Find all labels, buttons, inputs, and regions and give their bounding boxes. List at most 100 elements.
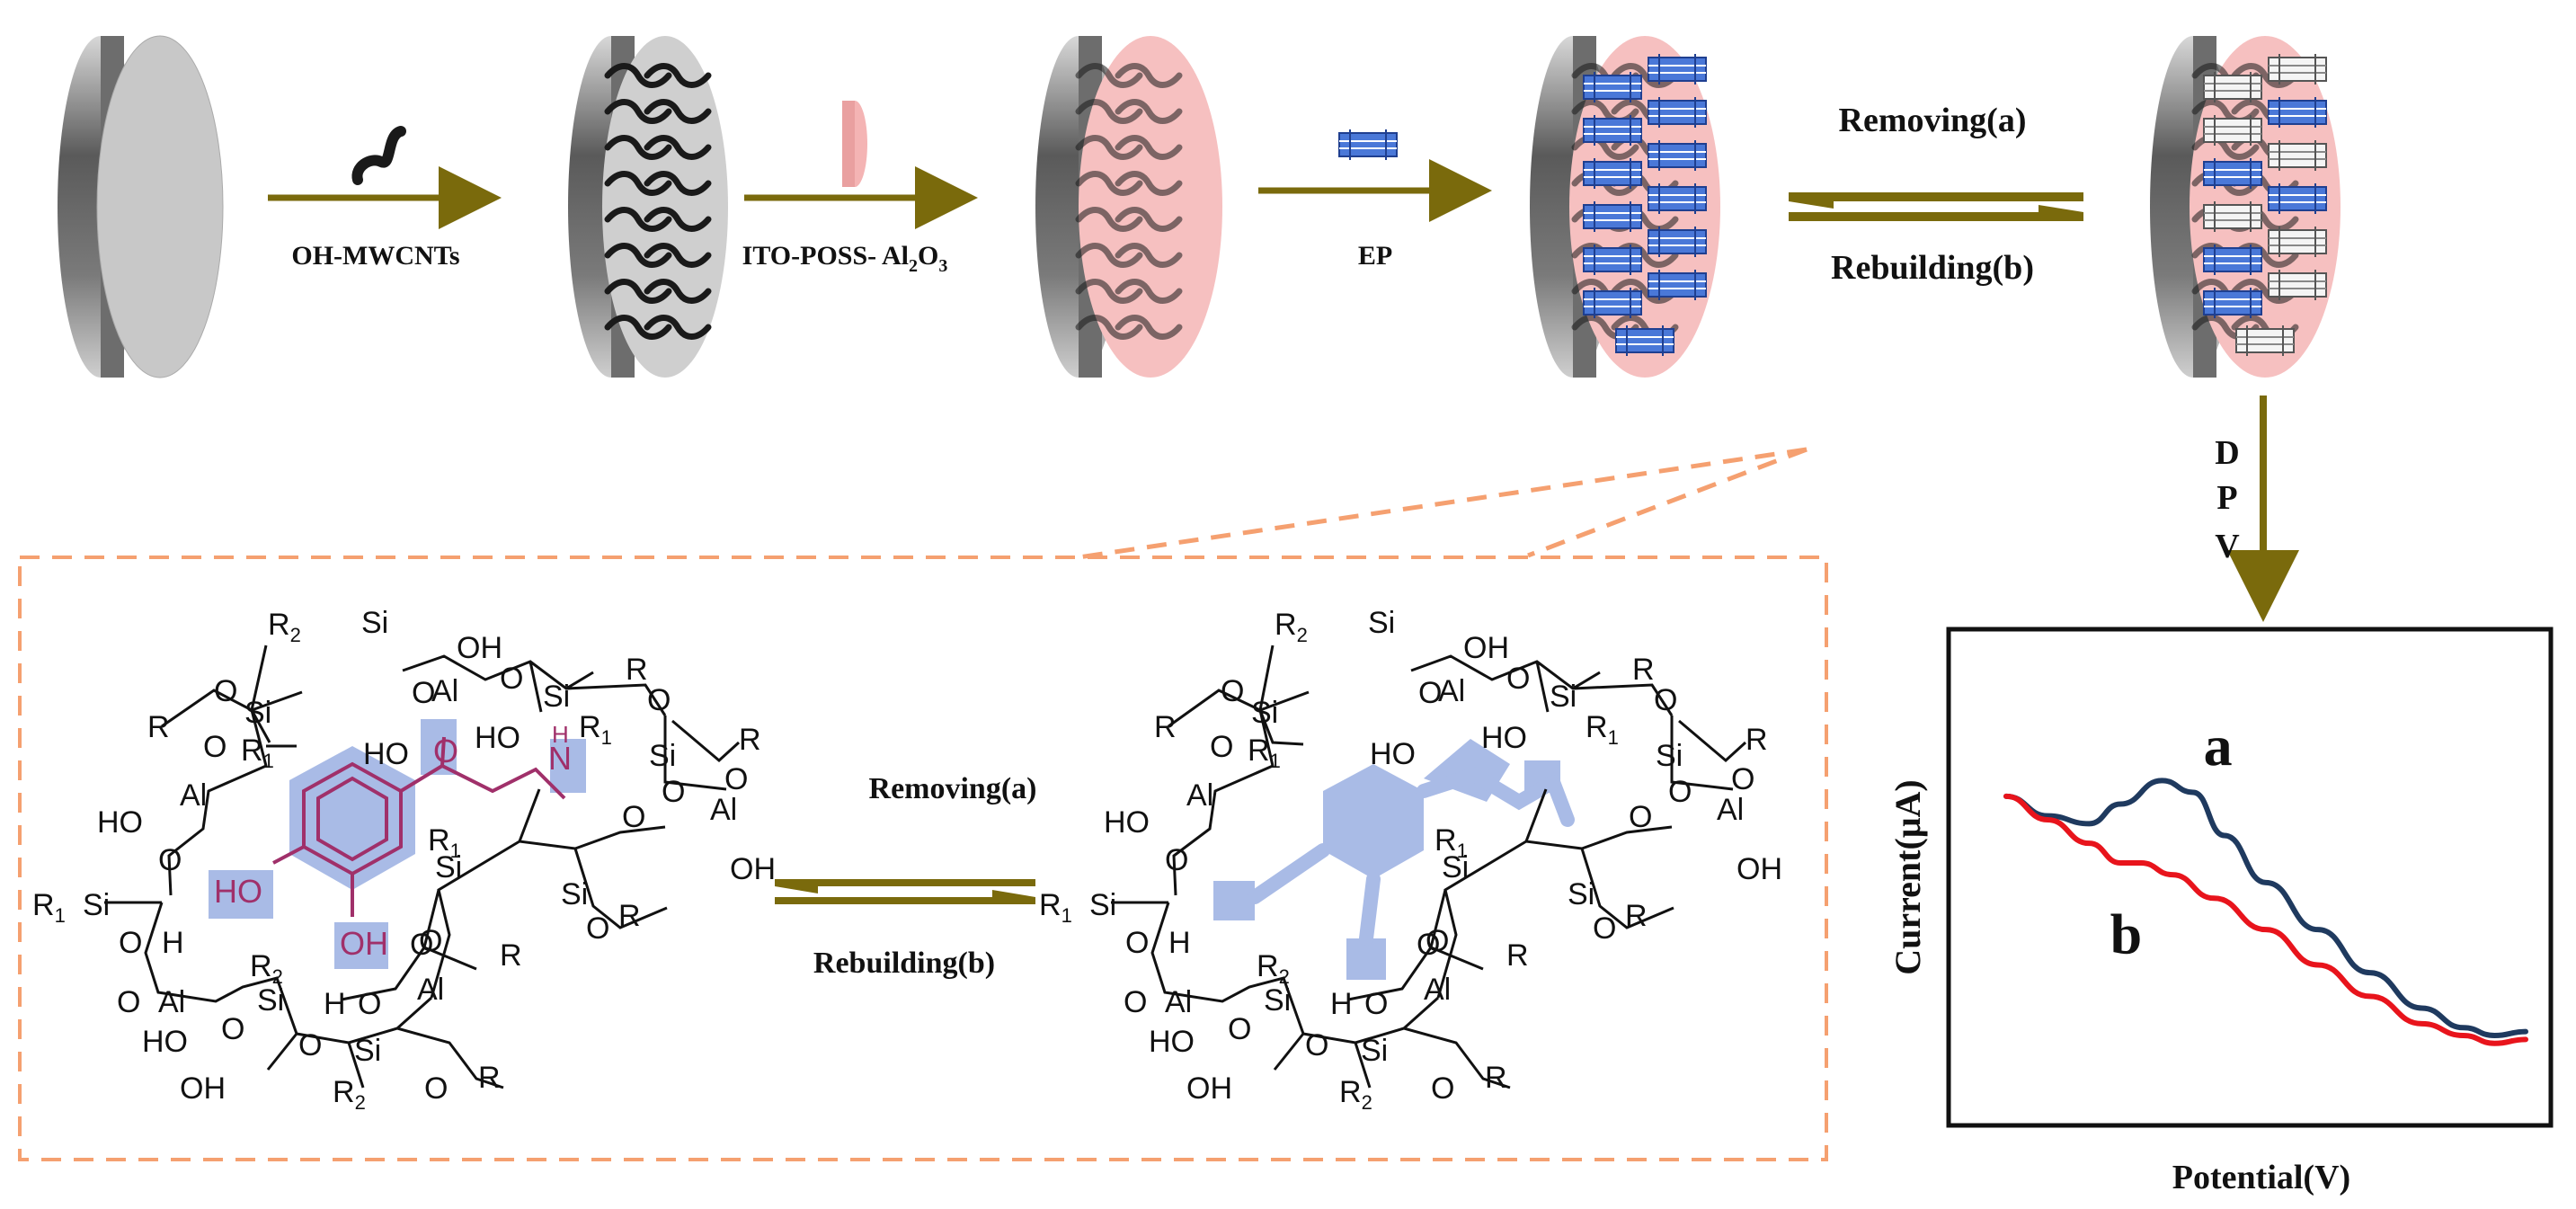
atom-si: Si	[1264, 983, 1291, 1018]
removed-template-slot	[2268, 53, 2327, 85]
atom-si: Si	[1368, 606, 1395, 640]
template-molecule	[2268, 96, 2327, 129]
atom-si: Si	[1089, 888, 1116, 922]
atom-ho: HO	[142, 1025, 188, 1059]
atom-al: Al	[158, 985, 185, 1019]
atom-o: O	[424, 1071, 448, 1106]
atom-si: Si	[1550, 680, 1577, 714]
template-molecule	[1615, 324, 1674, 357]
template-molecule	[1648, 182, 1707, 215]
zoom-line-left	[1078, 447, 1808, 560]
ep-molecule-icon	[1338, 129, 1398, 161]
bottom-removing-label: Removing(a)	[869, 772, 1037, 805]
template-molecule	[1583, 287, 1642, 319]
imprinted-disk	[1530, 36, 1720, 378]
atom-o: O	[1731, 762, 1754, 796]
removed-template-slot	[2203, 71, 2262, 103]
atom-si: Si	[1442, 850, 1469, 885]
atom-al: Al	[1186, 778, 1213, 813]
removed-template-slot	[2203, 114, 2262, 147]
atom-r1: R1	[579, 710, 612, 749]
atom-al: Al	[180, 778, 207, 813]
atom-o: O	[1305, 1028, 1328, 1062]
atom-o: O	[1364, 987, 1388, 1021]
atom-r1: R1	[1248, 733, 1281, 772]
top-removing-label: Removing(a)	[1839, 102, 2027, 139]
template-molecule	[1648, 53, 1707, 85]
template-molecule	[1648, 139, 1707, 172]
atom-o: O	[1506, 662, 1530, 696]
template-molecule	[1583, 157, 1642, 190]
atom-h: H	[1330, 987, 1353, 1021]
atom-o: O	[1431, 1071, 1454, 1106]
atom-o: O	[117, 985, 140, 1019]
atom-al: Al	[431, 674, 458, 708]
atom-si: Si	[649, 739, 676, 773]
atom-o: O	[1418, 676, 1442, 710]
chart-y-axis-label: Current(μA)	[1888, 779, 1928, 974]
atom-r2: R2	[268, 608, 301, 646]
template-molecule	[1583, 244, 1642, 276]
atom-r1: R1	[428, 823, 461, 862]
atom-h: H	[324, 987, 346, 1021]
template-removed-disk	[2150, 36, 2341, 378]
atom-r2: R2	[333, 1075, 366, 1114]
atom-o: O	[419, 924, 442, 958]
top-rebuilding-label: Rebuilding(b)	[1831, 249, 2034, 287]
atom-r2: R2	[250, 949, 283, 988]
removed-template-slot	[2235, 324, 2295, 357]
dpv-letter-d: D	[2215, 434, 2239, 472]
atom-r: R	[1632, 653, 1655, 687]
atom-o: O	[622, 800, 645, 834]
zoom-box	[18, 556, 1828, 1161]
removed-template-slot	[2203, 200, 2262, 233]
dpv-letter-p: P	[2216, 479, 2237, 517]
atom-h: H	[162, 926, 184, 960]
atom-r: R	[500, 938, 522, 973]
atom-o: O	[1124, 985, 1147, 1019]
atom-r2: R2	[1339, 1075, 1372, 1114]
chart-x-axis-label: Potential(V)	[2172, 1159, 2350, 1196]
top-equilibrium-arrows	[1789, 192, 2083, 221]
atom-oh: OH	[457, 631, 502, 665]
atom-si: Si	[83, 888, 110, 922]
atom-si: Si	[1361, 1034, 1388, 1068]
atom-r: R	[1485, 1061, 1507, 1095]
atom-h: H	[1168, 926, 1191, 960]
atom-ho: HO	[1104, 805, 1150, 840]
step1-label: OH-MWCNTs	[291, 241, 459, 271]
template-molecule	[1648, 226, 1707, 258]
atom-o: O	[1221, 674, 1244, 708]
template-molecule	[2203, 244, 2262, 276]
atom-r2: R2	[1275, 608, 1308, 646]
dpv-letter-v: V	[2215, 528, 2240, 565]
atom-o: O	[1668, 775, 1692, 809]
svg-text:HO: HO	[214, 873, 262, 910]
atom-r: R	[478, 1061, 501, 1095]
bottom-equilibrium-arrows	[775, 879, 1035, 904]
atom-o: O	[119, 926, 142, 960]
dpv-chart: a b Potential(V) Current(μA)	[1888, 627, 2554, 1196]
atom-si: Si	[1251, 696, 1278, 730]
atom-si: Si	[561, 877, 588, 911]
atom-o: O	[203, 730, 227, 764]
atom-ho: HO	[1370, 737, 1416, 771]
atom-al: Al	[1438, 674, 1465, 708]
cnt-modified-disk	[568, 36, 728, 378]
template-molecule	[2203, 157, 2262, 190]
atom-o: O	[358, 987, 381, 1021]
svg-text:N: N	[548, 740, 572, 777]
svg-text:H: H	[552, 721, 569, 748]
atom-ho: HO	[1481, 721, 1527, 755]
atom-r1: R1	[241, 733, 274, 772]
template-molecule	[2203, 287, 2262, 319]
atom-ho: HO	[475, 721, 520, 755]
atom-r: R	[739, 723, 761, 757]
atom-r: R	[147, 710, 170, 744]
series-line-a	[2003, 778, 2528, 1039]
template-molecule	[1583, 71, 1642, 103]
removed-template-slot	[2268, 269, 2327, 301]
template-molecule	[1583, 114, 1642, 147]
